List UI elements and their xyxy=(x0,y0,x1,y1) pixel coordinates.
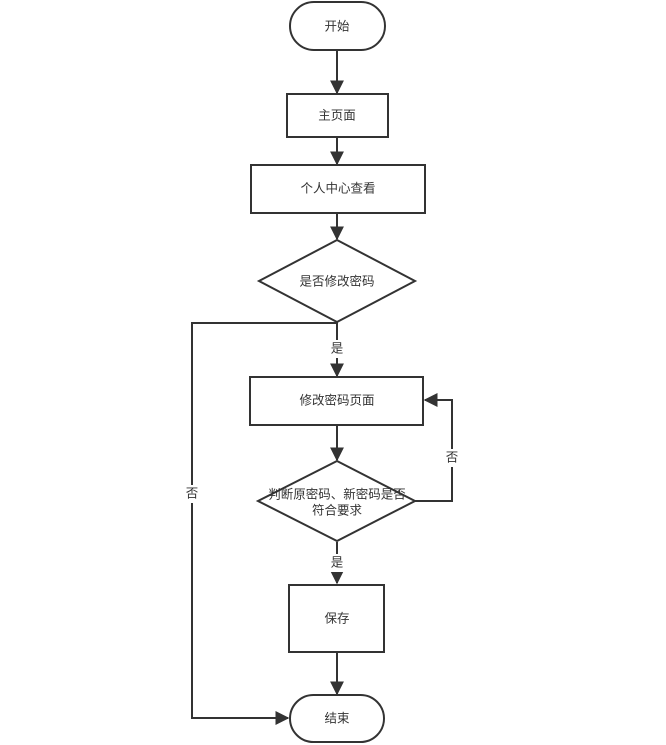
svg-text:修改密码页面: 修改密码页面 xyxy=(299,393,374,408)
node-home: 主页面 xyxy=(286,93,389,138)
node-change-page: 修改密码页面 xyxy=(249,376,424,426)
edge-label-yes-change: 是 xyxy=(329,340,345,358)
svg-text:个人中心查看: 个人中心查看 xyxy=(300,181,375,196)
edge-label-yes-valid: 是 xyxy=(329,554,345,572)
edge-label-no-change: 否 xyxy=(184,485,200,503)
node-decision-change: 是否修改密码 xyxy=(256,238,418,324)
svg-text:结束: 结束 xyxy=(324,711,350,726)
svg-text:是: 是 xyxy=(331,555,344,570)
svg-text:否: 否 xyxy=(446,450,459,465)
svg-text:开始: 开始 xyxy=(324,19,350,34)
node-profile: 个人中心查看 xyxy=(250,164,426,214)
edge-decision-no-to-end xyxy=(191,322,337,725)
svg-text:主页面: 主页面 xyxy=(318,108,356,123)
svg-text:符合要求: 符合要求 xyxy=(312,503,363,518)
svg-text:否: 否 xyxy=(186,486,199,501)
svg-text:是: 是 xyxy=(331,341,344,356)
edge-label-no-valid: 否 xyxy=(444,449,460,467)
node-start: 开始 xyxy=(289,1,386,51)
svg-text:保存: 保存 xyxy=(324,611,349,626)
node-save: 保存 xyxy=(288,584,385,653)
node-decision-validate: 判断原密码、新密码是否 符合要求 xyxy=(255,459,418,543)
svg-text:是否修改密码: 是否修改密码 xyxy=(299,274,374,289)
svg-text:判断原密码、新密码是否: 判断原密码、新密码是否 xyxy=(268,487,406,502)
node-end: 结束 xyxy=(289,694,385,743)
